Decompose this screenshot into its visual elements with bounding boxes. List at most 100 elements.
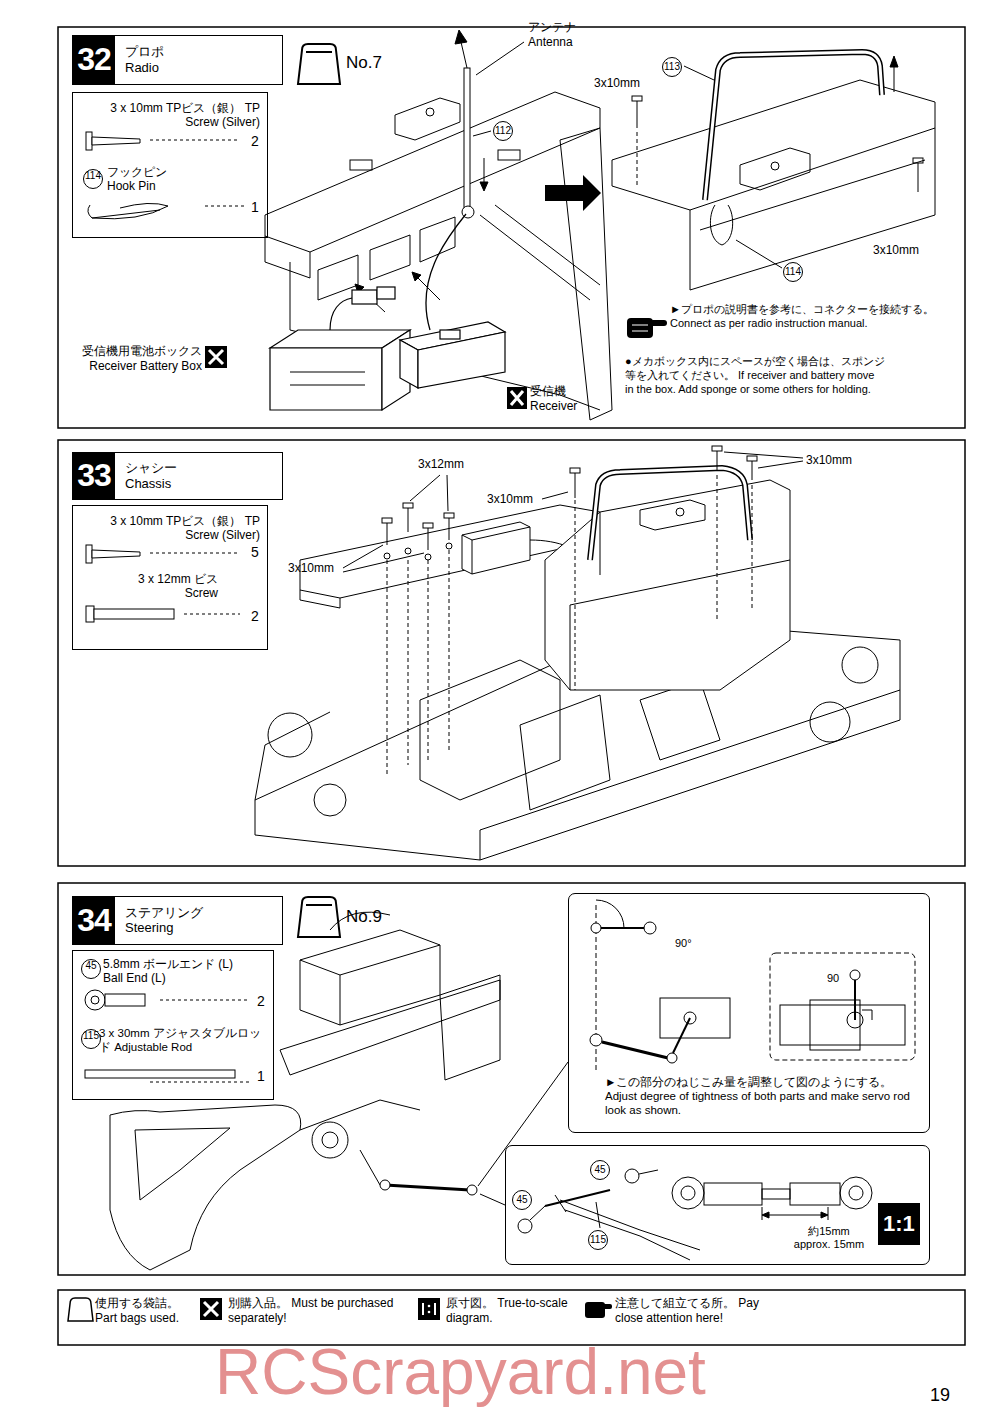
part-name: 3 x 10mm TPビス（銀） TP Screw (Silver) [85,101,260,130]
bag-icon [298,44,340,937]
line-art [205,346,227,368]
line-art [632,325,648,331]
line-art [410,475,448,511]
step-header: 33シャシー Chassis [72,452,283,500]
part-name: 5.8mm ボールエンド (L) Ball End (L) [103,957,253,986]
line-art [480,205,600,300]
line-art [58,1290,965,1345]
line-art [560,1200,700,1260]
line-art [446,543,452,549]
callout-number: 45 [512,1190,532,1210]
line-art [400,340,418,388]
line-art [428,1305,431,1308]
line-art [850,970,860,980]
part-name: 3 x 10mm TPビス（銀） TP Screw (Silver) [85,514,260,543]
line-art [58,27,965,428]
line-art [890,56,898,67]
line-art [385,1185,470,1190]
quantity: 2 [251,133,259,150]
line-art [370,235,410,280]
line-art [403,503,413,508]
line-art [520,695,610,810]
line-art [667,1053,677,1063]
line-art [736,240,782,268]
step-number: 34 [73,897,115,944]
line-art [555,1195,566,1212]
line-art [596,927,650,929]
line-art [330,298,352,330]
line-art [849,1186,863,1200]
line-art [449,518,450,540]
line-art [894,64,895,92]
quantity: 1 [257,1068,265,1085]
line-art [444,513,454,518]
line-art [428,528,429,550]
dimension-label: 約15mm approx. 15mm [789,1225,869,1251]
angle-label: 90 [827,972,839,986]
line-art [676,508,684,516]
part-label: 受信機用電池ボックス Receiver Battery Box [60,344,202,374]
callout-number: 115 [81,1029,101,1049]
line-art [762,1212,769,1218]
radio-box-art [265,30,612,420]
line-art [415,275,440,300]
line-art [380,1180,390,1190]
parts-list-box: 3 x 10mm TPビス（銀） TP Screw (Silver)53 x 1… [72,505,268,650]
line-art [312,1122,348,1158]
line-art [632,96,642,101]
line-art [681,1186,695,1200]
line-art [507,387,527,409]
part-label: アンテナ Antenna [528,20,590,50]
screw-size: 3x10mm [288,561,334,576]
line-art [85,990,105,1010]
servo-detail [590,900,915,1070]
line-art [395,98,460,140]
detail-inset: ►この部分のねじこみ量を調整して図のようにする。 Adjust degree o… [568,893,930,1133]
callout-number: 113 [662,57,682,77]
line-art [462,522,530,574]
instruction-note: ►プロポの説明書を参考に、コネクターを接続する。 Connect as per … [670,303,956,331]
attention-hand-icon [627,318,667,338]
line-art [637,132,638,185]
callout-number: 45 [590,1160,610,1180]
line-art [570,468,580,473]
line-art [298,44,340,84]
line-art [205,206,244,207]
screw-size: 3x10mm [873,243,919,258]
parts-list-box: 3 x 10mm TPビス（銀） TP Screw (Silver)2114フッ… [72,92,268,238]
step-header: 32プロポ Radio [72,35,283,85]
line-art [672,1177,704,1209]
line-art [306,904,332,906]
line-art [94,609,174,619]
callout-number: 114 [783,262,803,282]
line-art [440,330,460,339]
line-art [762,1207,828,1220]
line-art [717,451,718,470]
line-art [150,140,240,141]
line-art [480,182,488,191]
line-art [918,163,919,192]
quantity: 5 [251,544,259,561]
line-art [200,1298,222,1320]
callout-number: 112 [493,121,513,141]
line-art [135,1128,230,1200]
screw-size: 3x12mm [418,457,464,472]
line-art [704,1183,762,1205]
line-art [684,1012,696,1024]
line-art [862,1010,872,1020]
line-art [810,1000,860,1050]
line-art [710,205,732,245]
panel-frames [58,27,965,1345]
line-art [684,66,714,80]
line-art [464,68,470,208]
line-art [360,1150,380,1185]
line-art [160,1000,248,1001]
line-art [384,553,390,559]
callout-number: 45 [81,959,101,979]
step-header: 34ステアリング Steering [72,896,283,945]
line-art [854,977,856,1020]
line-art [590,468,750,560]
rod-detail [518,1169,872,1260]
line-art [418,332,505,388]
